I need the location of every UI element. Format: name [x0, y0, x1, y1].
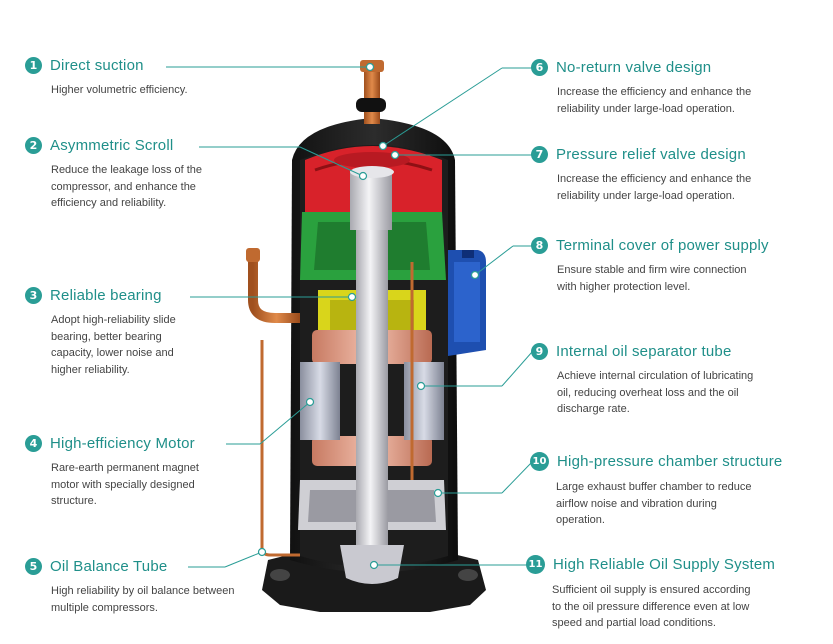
- feature-8: 8 Terminal cover of power supply Ensure s…: [531, 237, 826, 295]
- feature-desc-line: motor with specially designed: [51, 478, 195, 491]
- feature-number-badge: 7: [531, 146, 548, 163]
- feature-6: 6 No-return valve design Increase the eff…: [531, 59, 821, 117]
- feature-title: Pressure relief valve design: [556, 146, 746, 163]
- feature-4: 4 High-efficiency Motor Rare-earth perman…: [25, 435, 265, 510]
- feature-title: Internal oil separator tube: [556, 343, 732, 360]
- feature-number-badge: 11: [526, 555, 545, 574]
- feature-7: 7 Pressure relief valve design Increase t…: [531, 146, 821, 204]
- feature-1: 1 Direct suction Higher volumetric effici…: [25, 57, 255, 99]
- feature-desc-line: Reduce the leakage loss of the: [51, 164, 203, 176]
- feature-number-badge: 9: [531, 343, 548, 360]
- feature-title: Terminal cover of power supply: [556, 237, 769, 254]
- feature-number-badge: 3: [25, 287, 42, 304]
- feature-number-badge: 8: [531, 237, 548, 254]
- feature-desc-line: Increase the efficiency and enhance the: [557, 86, 752, 98]
- feature-desc-line: reliability under large-load operation.: [557, 102, 735, 115]
- feature-10: 10 High-pressure chamber structure Large …: [530, 452, 830, 529]
- feature-title: High-pressure chamber structure: [557, 453, 783, 470]
- feature-desc-line: operation.: [556, 514, 605, 526]
- feature-5: 5 Oil Balance Tube High reliability by oi…: [25, 558, 285, 616]
- feature-title: No-return valve design: [556, 59, 712, 76]
- feature-desc-line: bearing, better bearing: [51, 330, 162, 343]
- feature-desc-line: Large exhaust buffer chamber to reduce: [556, 481, 752, 493]
- feature-title: Oil Balance Tube: [50, 558, 168, 575]
- feature-number-badge: 10: [530, 452, 549, 471]
- feature-title: Asymmetric Scroll: [50, 137, 174, 154]
- feature-number-badge: 1: [25, 57, 42, 74]
- feature-desc-line: efficiency and reliability.: [51, 197, 167, 209]
- feature-desc-line: speed and partial load conditions.: [552, 617, 716, 629]
- feature-desc-line: capacity, lower noise and: [51, 347, 174, 359]
- feature-title: High-efficiency Motor: [50, 435, 195, 452]
- feature-11: 11 High Reliable Oil Supply System Suffic…: [526, 555, 826, 632]
- feature-desc-line: structure.: [51, 495, 97, 507]
- feature-desc-line: discharge rate.: [557, 403, 630, 415]
- feature-number-badge: 4: [25, 435, 42, 452]
- feature-desc-line: Increase the efficiency and enhance the: [557, 173, 752, 185]
- leader-lines: [166, 66, 533, 568]
- feature-desc-line: High reliability by oil balance between: [51, 585, 235, 597]
- feature-title: Direct suction: [50, 57, 144, 74]
- feature-desc-line: compressor, and enhance the: [51, 180, 196, 193]
- feature-desc-line: oil, reducing overheat loss and the oil: [557, 386, 739, 399]
- feature-desc-line: higher reliability.: [51, 363, 130, 376]
- feature-desc-line: with higher protection level.: [557, 280, 691, 293]
- feature-title: High Reliable Oil Supply System: [553, 556, 776, 573]
- feature-desc-line: Higher volumetric efficiency.: [51, 84, 188, 96]
- crankshaft: [340, 166, 404, 584]
- feature-number-badge: 5: [25, 558, 42, 575]
- feature-desc-line: Achieve internal circulation of lubricat…: [557, 370, 754, 382]
- feature-title: Reliable bearing: [50, 287, 162, 304]
- feature-number-badge: 2: [25, 137, 42, 154]
- feature-desc-line: to the oil pressure difference even at l…: [552, 600, 750, 613]
- feature-desc-line: Sufficient oil supply is ensured accordi…: [552, 584, 751, 596]
- feature-9: 9 Internal oil separator tube Achieve int…: [531, 343, 821, 418]
- feature-3: 3 Reliable bearing Adopt high-reliability…: [25, 287, 265, 378]
- feature-desc-line: airflow noise and vibration during: [556, 497, 717, 510]
- feature-desc-line: reliability under large-load operation.: [557, 189, 735, 202]
- pointer-dots: [257, 62, 480, 570]
- feature-desc-line: Adopt high-reliability slide: [51, 314, 176, 326]
- feature-desc-line: Ensure stable and firm wire connection: [557, 264, 747, 276]
- terminal-cover: [448, 250, 486, 356]
- feature-number-badge: 6: [531, 59, 548, 76]
- feature-desc-line: Rare-earth permanent magnet: [51, 462, 199, 474]
- feature-2: 2 Asymmetric Scroll Reduce the leakage lo…: [25, 137, 265, 212]
- feature-desc-line: multiple compressors.: [51, 601, 158, 614]
